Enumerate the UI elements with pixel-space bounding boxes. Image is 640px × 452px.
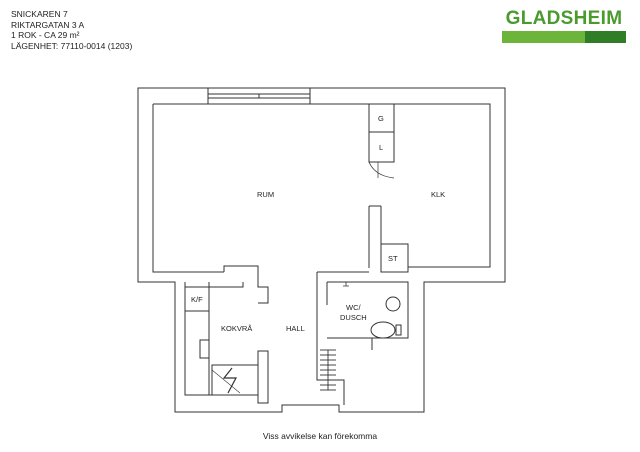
storage-st (380, 243, 409, 273)
disclaimer-note: Viss avvikelse kan förekomma (262, 431, 378, 441)
sink-basin (385, 296, 401, 312)
room-label-l: L (379, 143, 383, 152)
rum-hall-wall (223, 265, 369, 405)
top-window (207, 88, 311, 104)
wardrobe-l (368, 131, 395, 163)
room-label-g: G (378, 114, 384, 123)
logo-text: GLADSHEIM (505, 8, 623, 29)
room-label-hall: HALL (286, 324, 305, 333)
room-label-rum: RUM (257, 190, 274, 199)
logo-bar (502, 31, 626, 43)
street-address: RIKTARGATAN 3 A (11, 19, 85, 30)
door-arc-klk (368, 161, 395, 179)
gladsheim-logo: GLADSHEIM (502, 8, 626, 43)
apartment-size: 1 ROK - CA 29 m² (11, 30, 80, 40)
room-label-dusch: DUSCH (340, 313, 367, 322)
apartment-number: LÄGENHET: 77110-0014 (1203) (11, 40, 133, 51)
room-label-st: ST (388, 254, 398, 263)
outer-wall (137, 87, 506, 413)
kitchen-sink (199, 339, 210, 359)
logo-bar-dark (584, 31, 626, 43)
toilet (370, 321, 396, 339)
wc-wall (326, 281, 409, 350)
logo-bar-light (502, 31, 585, 43)
room-label-klk: KLK (431, 190, 445, 199)
inner-wall (152, 103, 491, 273)
stove-lightning (222, 367, 237, 394)
kitchen-counter (184, 310, 210, 396)
hall-rack (320, 349, 336, 391)
apartment-info: SNICKAREN 7 RIKTARGATAN 3 A 1 ROK - CA 2… (11, 9, 132, 51)
room-label-kokvra: KOKVRÅ (221, 324, 252, 333)
partition-wall (368, 205, 382, 268)
property-name: SNICKAREN 7 (11, 9, 68, 19)
room-label-wc: WC/ (346, 303, 361, 312)
room-label-kf: K/F (191, 295, 203, 304)
stove (211, 364, 259, 396)
shower-fixture (343, 282, 349, 287)
